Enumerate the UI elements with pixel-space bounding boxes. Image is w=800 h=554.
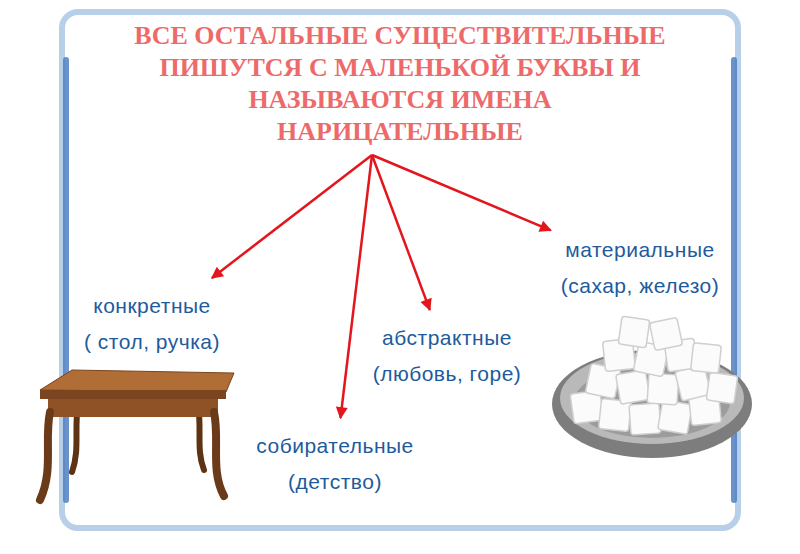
- node-heading: собирательные: [256, 428, 414, 464]
- heading-node: ВСЕ ОСТАЛЬНЫЕ СУЩЕСТВИТЕЛЬНЫЕ ПИШУТСЯ С …: [120, 16, 680, 152]
- sugar-cube: [647, 373, 679, 405]
- node-example: ( стол, ручка): [84, 324, 220, 360]
- category-node: конкретные( стол, ручка): [80, 284, 224, 364]
- node-heading: конкретные: [84, 288, 220, 324]
- category-node: собирательные(детство): [252, 424, 418, 504]
- node-heading: абстрактные: [373, 320, 522, 356]
- sugar-cube: [649, 317, 682, 350]
- sugar-cube: [618, 316, 650, 348]
- sugar-picture: [552, 316, 752, 458]
- node-example: (любовь, горе): [373, 356, 522, 392]
- sugar-cubes: [570, 316, 738, 435]
- arrow-connector: [212, 155, 372, 278]
- category-node: абстрактные(любовь, горе): [369, 316, 526, 396]
- table-top: [40, 370, 234, 392]
- table-leg: [40, 412, 50, 500]
- table-picture: [40, 370, 234, 500]
- sugar-cube: [629, 403, 661, 435]
- connector-group: [212, 155, 551, 418]
- arrow-connector: [372, 155, 551, 230]
- sugar-cube: [616, 370, 651, 405]
- arrow-connector: [372, 155, 430, 310]
- node-example: (сахар, железо): [561, 268, 720, 304]
- frame-side-bar: [63, 60, 69, 500]
- node-example: (детство): [256, 464, 414, 500]
- table-leg: [214, 412, 224, 496]
- table-apron: [48, 399, 218, 417]
- node-heading: ВСЕ ОСТАЛЬНЫЕ СУЩЕСТВИТЕЛЬНЫЕ ПИШУТСЯ С …: [124, 20, 676, 148]
- sugar-cube: [706, 372, 738, 404]
- sugar-cube: [691, 343, 722, 374]
- node-heading: материальные: [561, 232, 720, 268]
- category-node: материальные(сахар, железо): [557, 228, 724, 308]
- table-top-edge: [40, 390, 226, 399]
- arrow-connector: [341, 155, 372, 418]
